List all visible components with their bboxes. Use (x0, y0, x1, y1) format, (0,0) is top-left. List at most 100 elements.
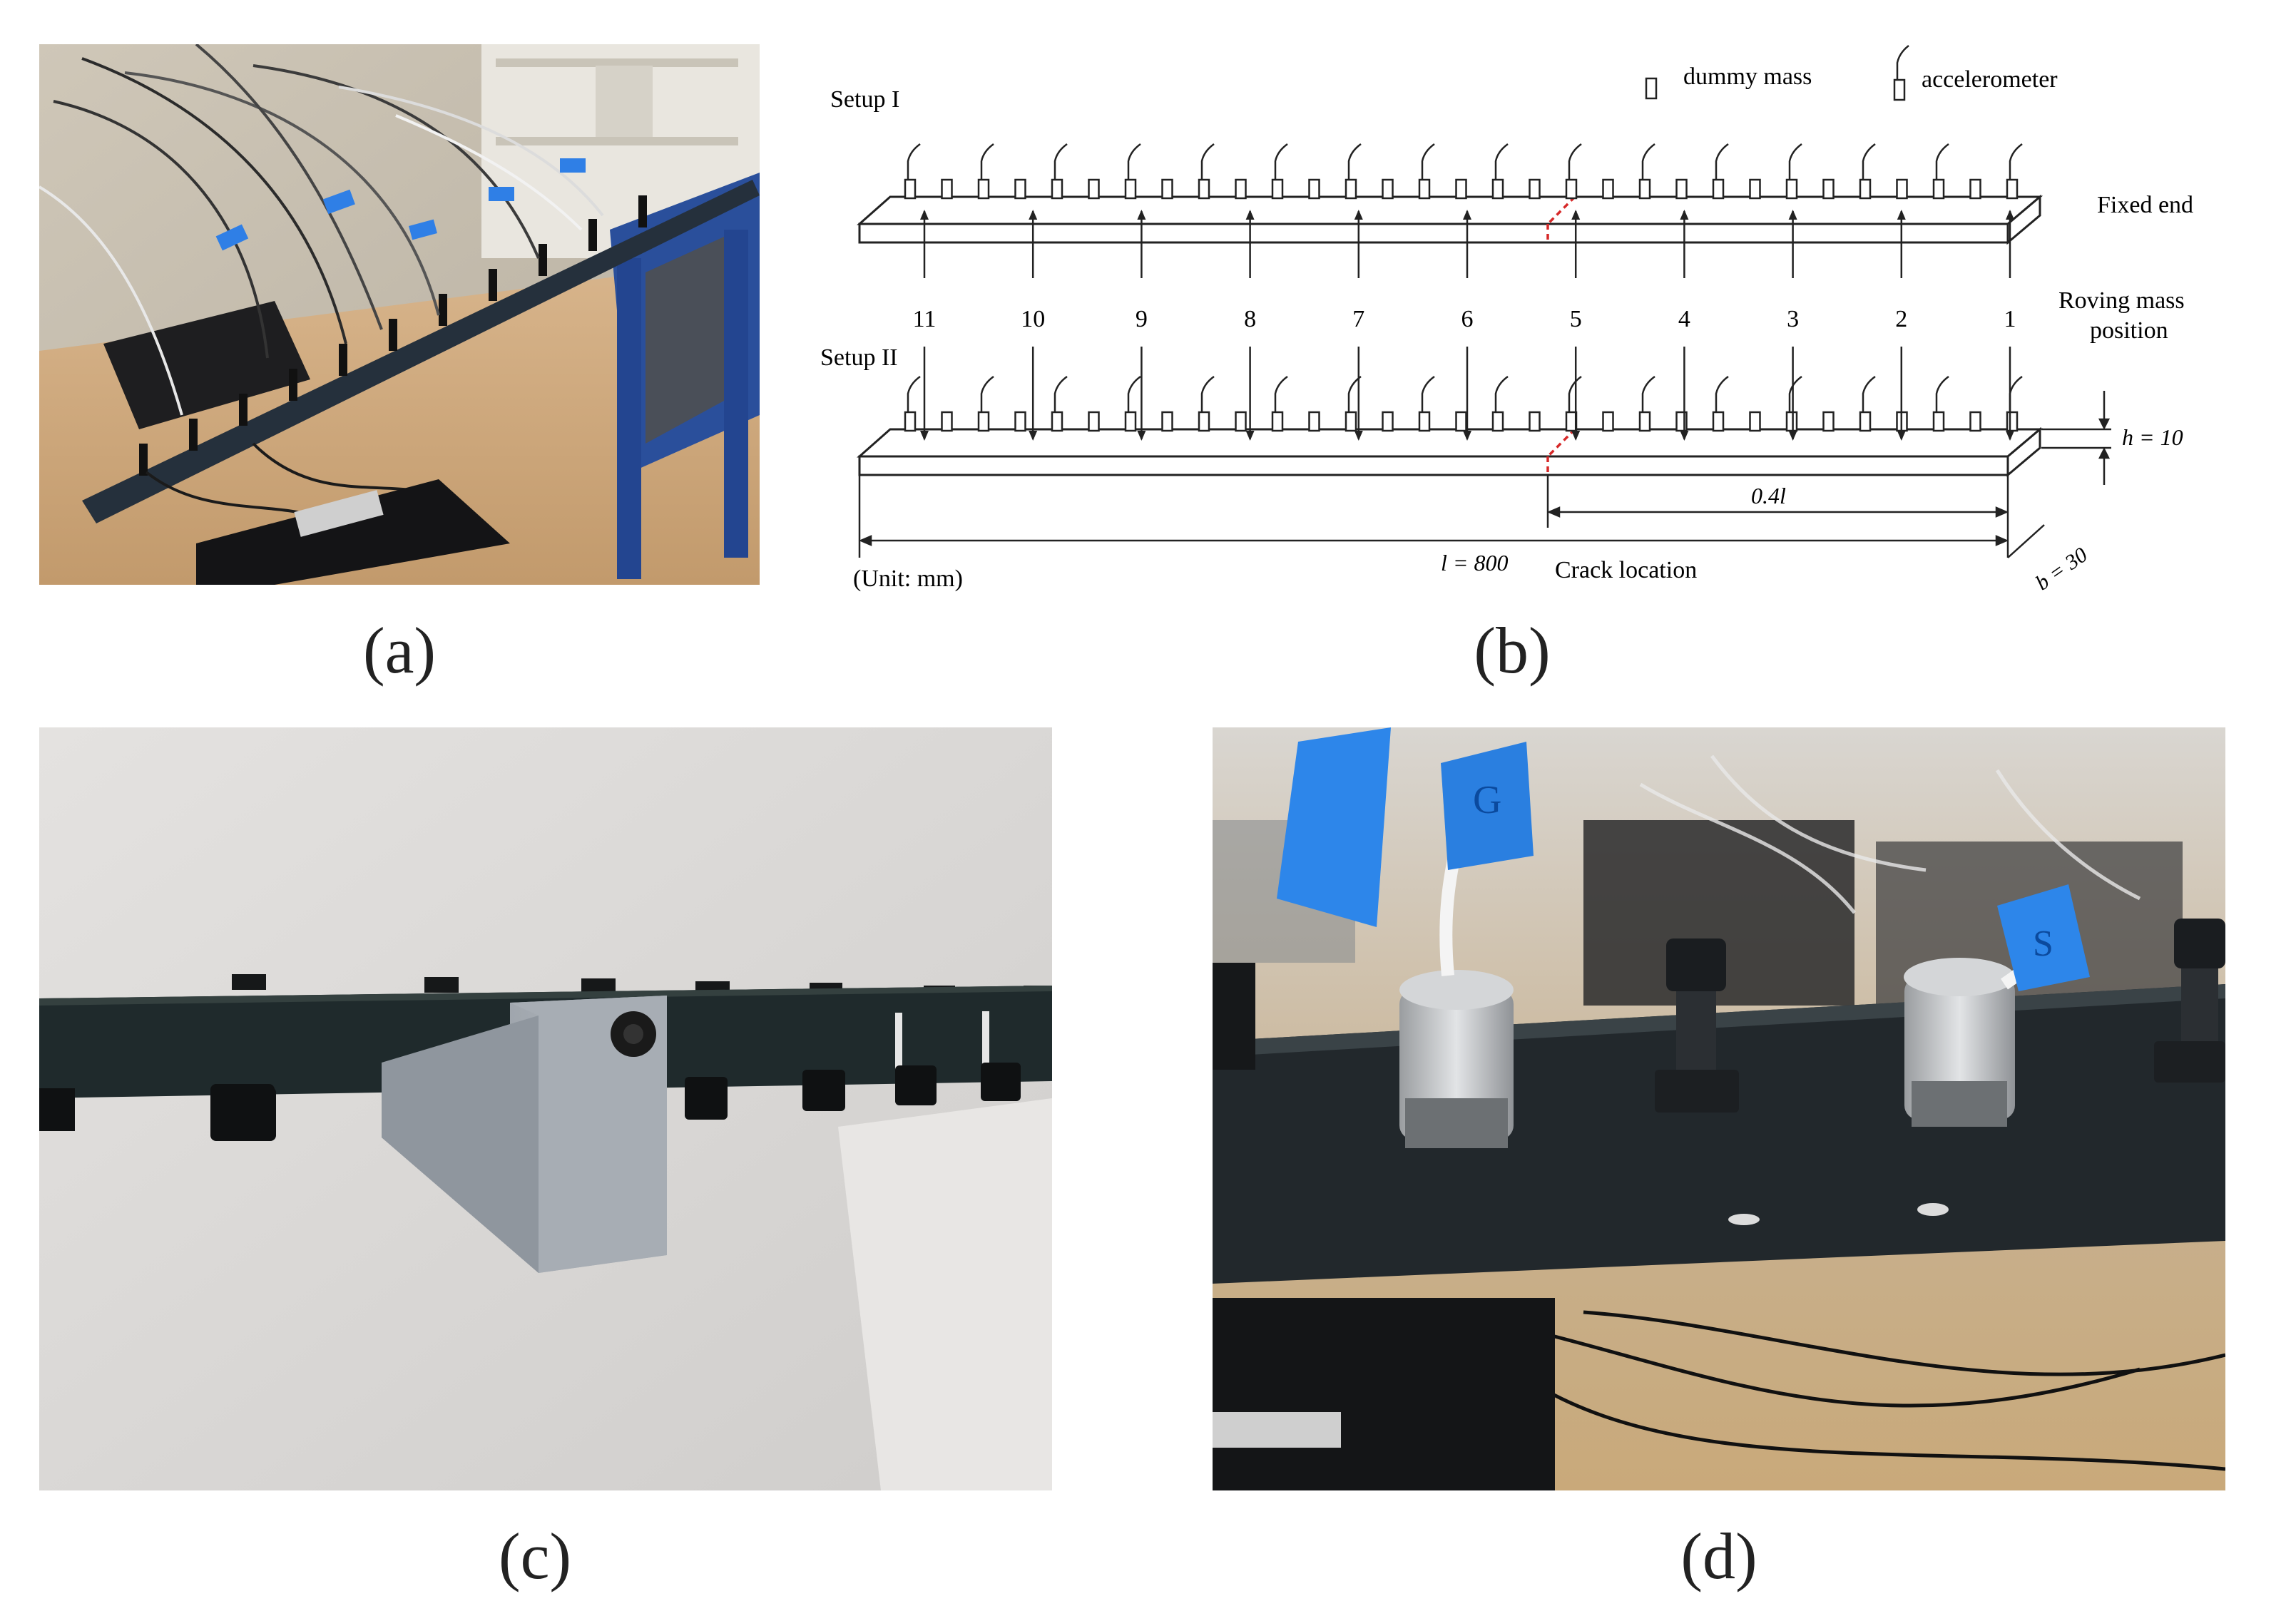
fixed-end-label: Fixed end (2097, 192, 2193, 218)
dummy-mass-block (1088, 411, 1100, 432)
accelerometer-cable (1641, 375, 1655, 412)
dummy-mass-block (1124, 178, 1137, 200)
dummy-mass-block (1638, 178, 1651, 200)
accelerometer-cable (1421, 143, 1435, 180)
roving-arrow-setup2 (1463, 347, 1471, 441)
roving-position-label: 5 (1570, 306, 1582, 332)
accelerometer-cable (1568, 143, 1582, 180)
accelerometer-cable (1421, 375, 1435, 412)
dummy-mass-block (1712, 178, 1725, 200)
tape-tag-text-2: S (2033, 924, 2053, 964)
roving-mass-arrows (920, 210, 2014, 441)
roving-arrow-setup1 (1897, 210, 1906, 278)
accelerometer-cable (1053, 143, 1068, 180)
accelerometer-cable (1127, 375, 1141, 412)
setup1-label: Setup I (830, 86, 899, 113)
dummy-mass-block (1051, 178, 1063, 200)
accelerometer-cable (1935, 375, 1949, 412)
dummy-mass-block (1161, 178, 1173, 200)
dummy-mass-block (904, 411, 917, 432)
roving-arrow-setup1 (1137, 210, 1146, 278)
dummy-mass-block (1712, 411, 1725, 432)
dummy-mass-block (2006, 178, 2019, 200)
dummy-mass-block (1418, 178, 1431, 200)
accelerometer-cable (1200, 375, 1215, 412)
dummy-mass-block (1529, 411, 1541, 432)
accelerometer-cable (1347, 143, 1362, 180)
roving-position-label: 9 (1136, 306, 1148, 332)
roving-arrow-setup1 (1571, 210, 1581, 278)
roving-arrow-setup1 (1245, 210, 1255, 278)
dummy-mass-block (1896, 178, 1908, 200)
legend-dummy-label: dummy mass (1683, 63, 1812, 90)
roving-position-label: 8 (1244, 306, 1256, 332)
roving-arrow-setup1 (920, 210, 929, 278)
dummy-mass-block (1785, 411, 1798, 432)
height-label: h = 10 (2122, 424, 2183, 450)
dummy-mass-block (1969, 411, 1981, 432)
photo-a-lab-setup (39, 44, 760, 585)
dummy-mass-block (1345, 411, 1357, 432)
crack-distance-dimension (1546, 475, 2009, 528)
roving-position-label: 4 (1678, 306, 1690, 332)
photo-d-illustration: G S (1213, 727, 2225, 1490)
roving-position-label: 1 (2004, 306, 2016, 332)
roving-arrow-setup1 (1029, 210, 1038, 278)
dummy-mass-block (1382, 178, 1394, 200)
accelerometer-cable (1715, 375, 1729, 412)
accelerometer-cable (1200, 143, 1215, 180)
dummy-mass-block (1161, 411, 1173, 432)
schematic-diagram: Setup I Setup II dummy mass acceleromete… (820, 45, 2193, 595)
dummy-mass-block (2006, 411, 2019, 432)
crack-location-label: Crack location (1555, 557, 1697, 583)
accelerometer-cable (1274, 143, 1288, 180)
roving-arrow-setup2 (1245, 347, 1255, 441)
dummy-mass-block (1969, 178, 1981, 200)
roving-position-label: 2 (1895, 306, 1907, 332)
dummy-mass-block (1455, 178, 1467, 200)
dummy-mass-block (1602, 411, 1614, 432)
dummy-mass-block (1051, 411, 1063, 432)
accelerometer-cable (2009, 375, 2023, 412)
accelerometer-cable (1274, 375, 1288, 412)
height-dimension (2041, 391, 2111, 485)
roving-position-label: 7 (1352, 306, 1364, 332)
accelerometer-cable (907, 375, 921, 412)
dummy-mass-block (1491, 411, 1504, 432)
dummy-mass-block (904, 178, 917, 200)
dummy-mass-block (1345, 178, 1357, 200)
roving-label-line1: Roving mass (2058, 287, 2185, 314)
dummy-mass-block (1638, 411, 1651, 432)
dummy-mass-block (1602, 178, 1614, 200)
accelerometer-cable (980, 375, 994, 412)
dummy-mass-block (1014, 411, 1026, 432)
accelerometer-cable (1494, 143, 1509, 180)
bolt-middle (1655, 938, 1739, 1113)
roving-arrow-setup2 (1029, 347, 1038, 441)
dummy-mass-block (1418, 411, 1431, 432)
accelerometer-row (907, 143, 2023, 412)
roving-position-label: 11 (913, 306, 937, 332)
legend-accel-label: accelerometer (1922, 66, 2058, 93)
dummy-mass-block (1859, 178, 1872, 200)
crack-distance-label: 0.4l (1751, 483, 1786, 508)
photo-a-illustration (39, 44, 760, 585)
dummy-mass-block (1822, 411, 1835, 432)
width-label: b = 30 (2031, 543, 2092, 595)
accelerometer-cable (1715, 143, 1729, 180)
dummy-mass-block (1198, 178, 1210, 200)
roving-label-line2: position (2090, 317, 2168, 344)
roving-arrow-setup2 (1571, 347, 1581, 441)
dummy-mass-row (904, 178, 2019, 432)
accelerometer-legend-icon (1893, 45, 1909, 101)
dummy-mass-block (977, 411, 990, 432)
tape-tag-text-1: G (1473, 778, 1501, 822)
accelerometer-cable (1862, 143, 1876, 180)
dummy-mass-block (1271, 411, 1284, 432)
dummy-mass-block (1014, 178, 1026, 200)
accelerometer-cable (1053, 375, 1068, 412)
roving-arrow-setup1 (1463, 210, 1471, 278)
dummy-mass-block (1565, 411, 1578, 432)
caption-d: (d) (1680, 1520, 1757, 1592)
